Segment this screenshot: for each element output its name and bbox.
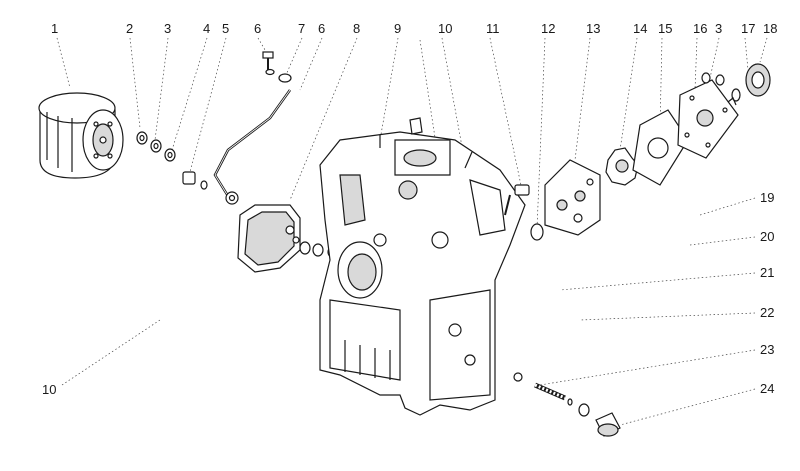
- callout-right_callouts-4: 23: [760, 342, 775, 357]
- callout-top_callouts-15: 15: [658, 21, 673, 36]
- bolt-and-oring: [504, 184, 544, 241]
- callout-top_callouts-5: 6: [254, 21, 262, 36]
- callout-top_callouts-7: 6: [318, 21, 326, 36]
- oil-pump-housing: [544, 159, 601, 236]
- crankcase: [319, 117, 526, 416]
- callout-top_callouts-0: 1: [51, 21, 59, 36]
- callout-top_callouts-3: 4: [203, 21, 211, 36]
- callout-right_callouts-3: 22: [760, 305, 775, 320]
- callout-top_callouts-8: 8: [353, 21, 361, 36]
- drive-gear: [701, 63, 771, 106]
- callout-left_callouts-0: 10: [42, 382, 57, 397]
- callout-top_callouts-12: 12: [541, 21, 556, 36]
- callout-right_callouts-1: 20: [760, 229, 775, 244]
- callout-top_callouts-17: 3: [715, 21, 723, 36]
- oil-pipe-assembly: [182, 51, 292, 205]
- callout-top_callouts-2: 3: [164, 21, 172, 36]
- callout-right_callouts-5: 24: [760, 381, 775, 396]
- washers-left: [136, 131, 176, 162]
- callout-top_callouts-16: 16: [693, 21, 708, 36]
- relief-valve-parts: [513, 372, 621, 437]
- callout-top_callouts-9: 9: [394, 21, 402, 36]
- callout-top_callouts-13: 13: [586, 21, 601, 36]
- callout-right_callouts-2: 21: [760, 265, 775, 280]
- callout-top_callouts-14: 14: [633, 21, 648, 36]
- callout-top_callouts-11: 11: [486, 21, 500, 36]
- oil-filter: [38, 92, 124, 179]
- callout-top_callouts-18: 17: [741, 21, 756, 36]
- front-cover: [237, 204, 337, 273]
- oil-pump-rotor: [605, 147, 639, 186]
- callout-top_callouts-4: 5: [222, 21, 230, 36]
- leader-lines: [56, 37, 768, 426]
- pump-cover-plate: [677, 79, 739, 159]
- callout-top_callouts-1: 2: [126, 21, 134, 36]
- callout-top_callouts-6: 7: [298, 21, 306, 36]
- callout-top_callouts-10: 10: [438, 21, 453, 36]
- callout-top_callouts-19: 18: [763, 21, 778, 36]
- gasket: [632, 109, 689, 186]
- callout-right_callouts-0: 19: [760, 190, 775, 205]
